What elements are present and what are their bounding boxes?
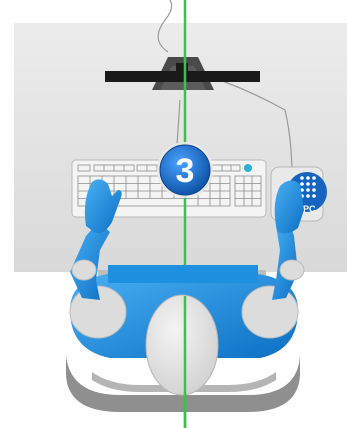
mouse-pad-brand-text: PC (303, 204, 316, 214)
step-number-text: 3 (176, 152, 195, 190)
person-elbow-right (280, 260, 304, 280)
person-shoulder-right (242, 286, 298, 338)
step-number-badge: 3 (157, 142, 213, 198)
person-elbow-left (72, 260, 96, 280)
person-head (146, 295, 218, 395)
